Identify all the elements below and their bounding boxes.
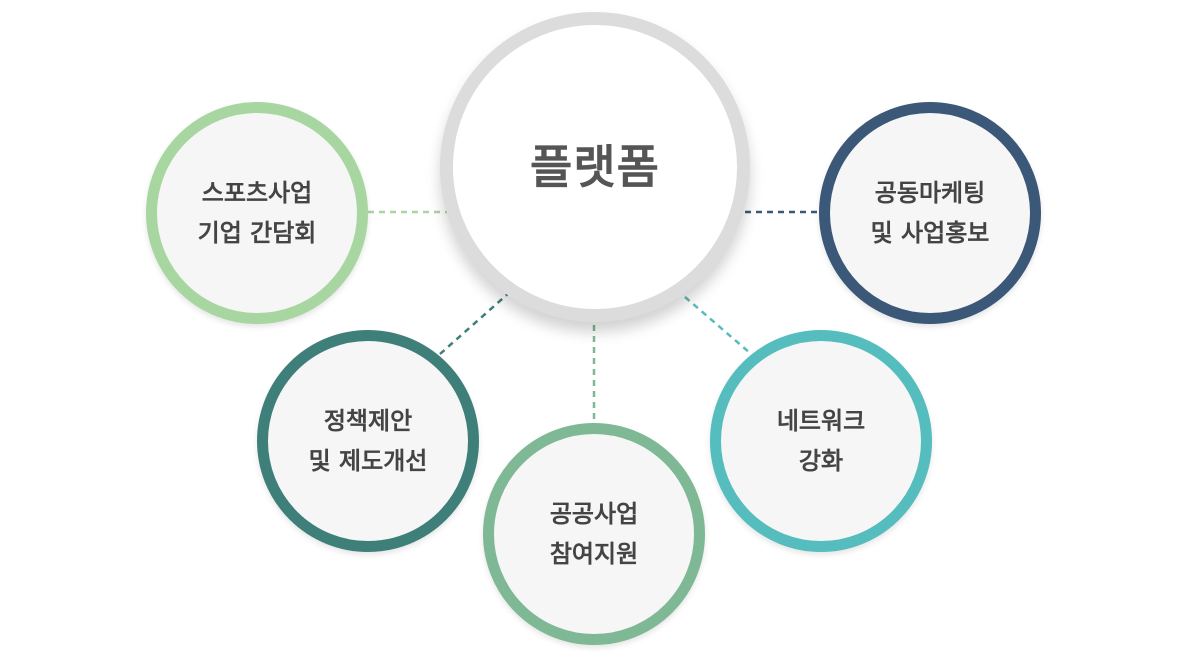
node-label-line1: 네트워크 [776, 407, 866, 435]
node-label-line1: 공동마케팅 [874, 179, 986, 207]
node-label-line2: 참여지원 [549, 540, 639, 568]
platform-center-circle: 플랫폼 [440, 12, 750, 322]
connector-policy [439, 291, 511, 355]
node-label-line2: 기업 간담회 [197, 219, 317, 247]
node-policy-proposal: 정책제안 및 제도개선 [257, 330, 479, 552]
node-label-line1: 공공사업 [549, 500, 639, 528]
node-label-line2: 및 사업홍보 [870, 219, 990, 247]
center-label: 플랫폼 [530, 140, 660, 194]
node-network: 네트워크 강화 [710, 330, 932, 552]
node-label-line2: 및 제도개선 [308, 447, 428, 475]
node-sports-business: 스포츠사업 기업 간담회 [146, 102, 368, 324]
node-public-project: 공공사업 참여지원 [483, 423, 705, 645]
node-label-line2: 강화 [798, 447, 844, 475]
connector-network [684, 296, 751, 354]
node-joint-marketing: 공동마케팅 및 사업홍보 [819, 102, 1041, 324]
node-label-line1: 정책제안 [323, 407, 413, 435]
node-label-line1: 스포츠사업 [201, 179, 313, 207]
